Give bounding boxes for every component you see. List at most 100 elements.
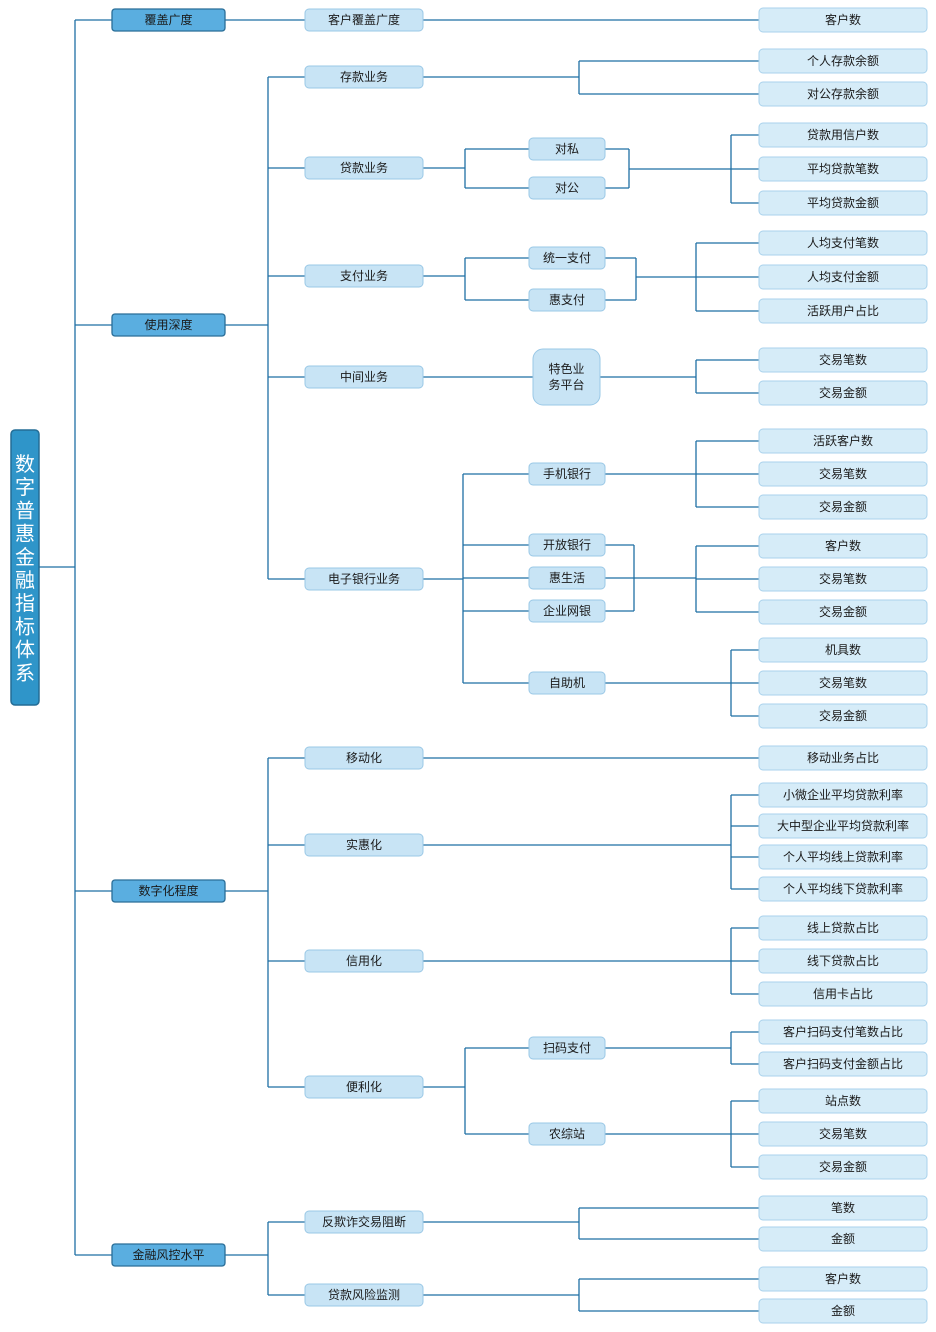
leaf-risk-customers-box	[758, 1266, 928, 1292]
leaf-loan-users-box	[758, 122, 928, 148]
leaf-group-txn-count-box	[758, 566, 928, 592]
node-open-bank: 开放银行	[528, 533, 606, 557]
node-open-bank-label: 开放银行	[543, 537, 591, 552]
leaf-atm-txn-amount-label: 交易金额	[819, 708, 867, 723]
node-affordability-box	[304, 833, 424, 857]
node-deposit-box	[304, 65, 424, 89]
leaf-small-biz-rate-box	[758, 782, 928, 808]
node-open-bank-box	[528, 533, 606, 557]
leaf-rural-txn-amount: 交易金额	[758, 1154, 928, 1180]
node-hui-life-label: 惠生活	[549, 571, 585, 585]
node-loan-risk-label: 贷款风险监测	[328, 1287, 400, 1302]
leaf-rural-txn-count-box	[758, 1121, 928, 1147]
dim-risk-label: 金融风控水平	[132, 1247, 204, 1262]
leaf-offline-loan-ratio-box	[758, 948, 928, 974]
dim-depth: 使用深度	[111, 313, 226, 337]
leaf-atm-txn-count-box	[758, 670, 928, 696]
leaf-active-user-ratio-box	[758, 298, 928, 324]
leaf-mobile-txn-count: 交易笔数	[758, 461, 928, 487]
leaf-large-biz-rate-label: 大中型企业平均贷款利率	[777, 818, 909, 833]
node-loan-risk-box	[304, 1283, 424, 1307]
leaf-personal-online-rate-label: 个人平均线上贷款利率	[783, 849, 903, 864]
leaf-station-count-box	[758, 1088, 928, 1114]
leaf-mobile-business-ratio-box	[758, 745, 928, 771]
leaf-scan-amount-ratio-box	[758, 1051, 928, 1077]
node-mobility-label: 移动化	[346, 751, 382, 765]
leaf-small-biz-rate-label: 小微企业平均贷款利率	[783, 787, 903, 802]
dim-digital-label: 数字化程度	[138, 883, 198, 898]
leaf-online-loan-ratio: 线上贷款占比	[758, 915, 928, 941]
node-payment: 支付业务	[304, 264, 424, 288]
leaf-mid-txn-count-box	[758, 347, 928, 373]
tree-nodes: 数字普惠金融指标体系覆盖广度使用深度数字化程度金融风控水平客户覆盖广度客户数存款…	[10, 7, 928, 1324]
leaf-mobile-txn-count-label: 交易笔数	[819, 466, 867, 481]
node-loan-box	[304, 156, 424, 180]
node-customer-coverage-label: 客户覆盖广度	[328, 12, 400, 27]
node-mobility-box	[304, 746, 424, 770]
leaf-active-customers-label: 活跃客户数	[813, 433, 873, 448]
leaf-credit-card-ratio: 信用卡占比	[758, 981, 928, 1007]
leaf-avg-loan-count-box	[758, 156, 928, 182]
leaf-fraud-count: 笔数	[758, 1195, 928, 1221]
root-box	[10, 429, 40, 706]
leaf-active-user-ratio-label: 活跃用户占比	[807, 303, 879, 318]
leaf-rural-txn-count-label: 交易笔数	[819, 1126, 867, 1141]
leaf-customers-box	[758, 7, 928, 33]
leaf-fraud-amount-box	[758, 1226, 928, 1252]
leaf-rural-txn-count: 交易笔数	[758, 1121, 928, 1147]
leaf-loan-users: 贷款用信户数	[758, 122, 928, 148]
node-loan-private: 对私	[528, 137, 606, 161]
leaf-credit-card-ratio-box	[758, 981, 928, 1007]
leaf-per-capita-pay-count: 人均支付笔数	[758, 230, 928, 256]
leaf-atm-txn-amount-box	[758, 703, 928, 729]
leaf-mobile-txn-count-box	[758, 461, 928, 487]
leaf-large-biz-rate-box	[758, 813, 928, 839]
node-credit: 信用化	[304, 949, 424, 973]
leaf-mobile-txn-amount: 交易金额	[758, 494, 928, 520]
node-loan-corporate: 对公	[528, 176, 606, 200]
node-hui-life: 惠生活	[528, 566, 606, 590]
leaf-scan-amount-ratio-label: 客户扫码支付金额占比	[783, 1056, 903, 1071]
node-convenience-box	[304, 1075, 424, 1099]
leaf-online-loan-ratio-box	[758, 915, 928, 941]
node-featured-platform-line1: 特色业	[548, 361, 584, 376]
node-affordability-label: 实惠化	[346, 837, 382, 852]
leaf-corporate-deposit-label: 对公存款余额	[807, 86, 879, 101]
leaf-online-loan-ratio-label: 线上贷款占比	[807, 920, 879, 935]
node-deposit-label: 存款业务	[340, 69, 388, 84]
node-unified-pay: 统一支付	[528, 246, 606, 270]
dim-depth-box	[111, 313, 226, 337]
leaf-fraud-count-box	[758, 1195, 928, 1221]
leaf-per-capita-pay-amount-box	[758, 264, 928, 290]
node-corporate-ebank: 企业网银	[528, 599, 606, 623]
node-featured-platform-box	[532, 348, 601, 406]
leaf-per-capita-pay-count-box	[758, 230, 928, 256]
leaf-risk-amount-box	[758, 1298, 928, 1324]
leaf-risk-customers: 客户数	[758, 1266, 928, 1292]
node-loan-corporate-box	[528, 176, 606, 200]
leaf-mid-txn-amount: 交易金额	[758, 380, 928, 406]
leaf-group-customers: 客户数	[758, 533, 928, 559]
connector-lines	[39, 19, 759, 1312]
leaf-personal-deposit: 个人存款余额	[758, 48, 928, 74]
node-loan-private-box	[528, 137, 606, 161]
node-unified-pay-label: 统一支付	[543, 251, 591, 265]
node-rural-station: 农综站	[528, 1122, 606, 1146]
node-atm-label: 自助机	[549, 676, 585, 690]
node-ebank-box	[304, 567, 424, 591]
node-loan-private-label: 对私	[555, 142, 579, 156]
node-scan-pay: 扫码支付	[528, 1036, 606, 1060]
dim-risk-box	[111, 1243, 226, 1267]
leaf-personal-offline-rate: 个人平均线下贷款利率	[758, 876, 928, 902]
leaf-group-customers-box	[758, 533, 928, 559]
node-featured-platform-line2: 务平台	[548, 377, 584, 392]
leaf-mid-txn-count: 交易笔数	[758, 347, 928, 373]
node-intermediary: 中间业务	[304, 365, 424, 389]
leaf-personal-online-rate-box	[758, 844, 928, 870]
leaf-station-count-label: 站点数	[825, 1093, 861, 1108]
node-hui-life-box	[528, 566, 606, 590]
leaf-large-biz-rate: 大中型企业平均贷款利率	[758, 813, 928, 839]
node-mobile-bank-box	[528, 462, 606, 486]
